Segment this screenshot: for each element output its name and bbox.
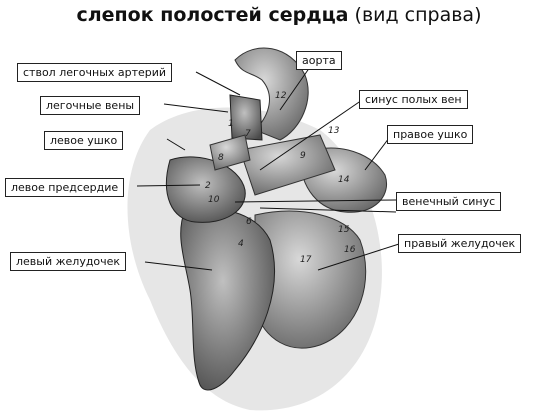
number-9: 9 <box>300 151 306 161</box>
leader-aorta <box>279 66 311 111</box>
aorta-shape <box>234 47 309 141</box>
number-14: 14 <box>338 175 350 185</box>
number-4: 4 <box>238 239 244 249</box>
label-aorta: аорта <box>296 51 342 70</box>
label-left-auricle: левое ушко <box>44 131 124 150</box>
number-12: 12 <box>275 91 287 101</box>
leader-left-auricle <box>166 138 186 151</box>
label-coronary-sinus: венечный синус <box>396 192 502 211</box>
number-10: 10 <box>208 195 220 205</box>
leader-pulm-veins <box>163 103 229 113</box>
number-13: 13 <box>328 126 340 136</box>
title-subtitle: (вид справа) <box>354 4 482 26</box>
title-main: слепок полостей сердца <box>76 4 349 26</box>
label-pulmonary-trunk: ствол легочных артерий <box>17 63 173 82</box>
right-ventricle-shape <box>254 210 367 349</box>
vena-cava-shape <box>209 134 251 171</box>
leader-left-atrium <box>136 184 201 187</box>
leader-right-ventricle <box>317 243 400 271</box>
diagram-title: слепок полостей сердца (вид справа) <box>0 4 558 26</box>
label-sinus-venarum: синус полых вен <box>359 90 468 109</box>
label-left-atrium: левое предсердие <box>5 178 125 197</box>
leader-coronary-sinus-2 <box>259 207 397 213</box>
number-1: 1 <box>228 119 234 129</box>
label-right-auricle: правое ушко <box>387 125 474 144</box>
left-ventricle-shape <box>180 207 275 391</box>
sinus-venarum-shape <box>239 134 336 196</box>
number-2: 2 <box>205 181 211 191</box>
leader-trunk <box>195 71 241 96</box>
label-left-ventricle: левый желудочек <box>10 252 127 271</box>
leader-coronary-sinus <box>234 199 397 203</box>
leader-left-ventricle <box>144 261 213 271</box>
number-7: 7 <box>245 129 251 139</box>
number-15: 15 <box>338 225 350 235</box>
number-6: 6 <box>246 217 252 227</box>
number-16: 16 <box>344 245 356 255</box>
number-8: 8 <box>218 153 224 163</box>
pulmonary-trunk-shape <box>229 94 263 141</box>
number-17: 17 <box>300 255 312 265</box>
leader-sinus <box>259 97 366 171</box>
label-pulmonary-veins: легочные вены <box>40 96 141 115</box>
label-right-ventricle: правый желудочек <box>398 234 522 253</box>
